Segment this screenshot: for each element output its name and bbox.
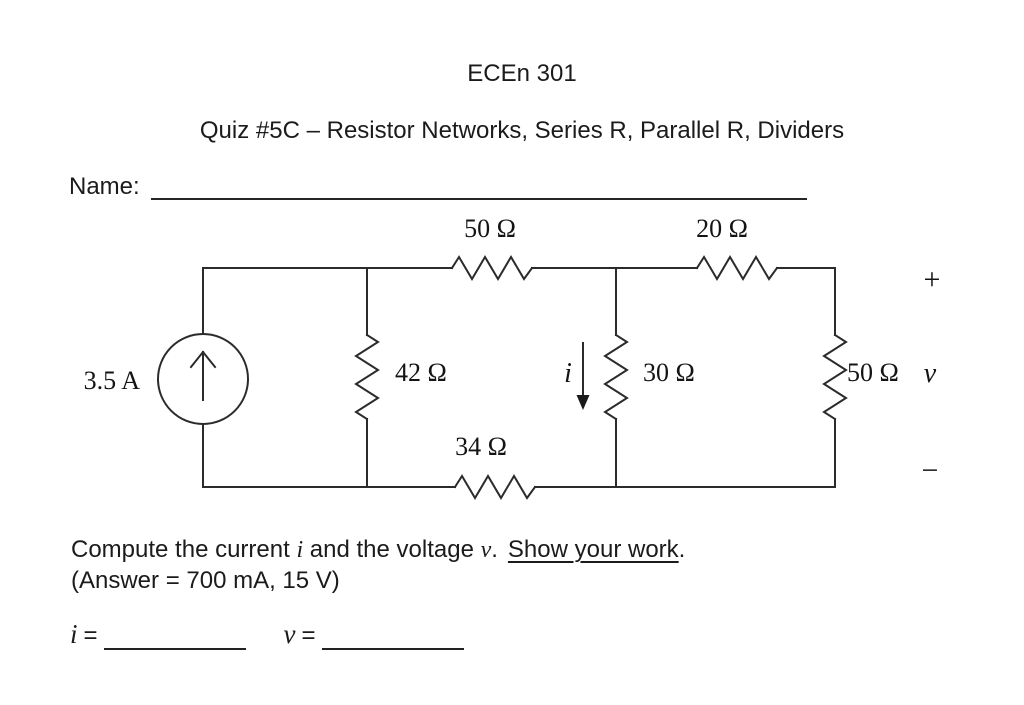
output-voltage-label: v (924, 358, 937, 389)
current-source-arrow-icon (189, 350, 217, 401)
resistor-20-top (695, 255, 779, 281)
show-work-text: Show your work (507, 536, 679, 563)
question-var-i: i (296, 537, 304, 563)
answer-note: (Answer = 700 mA, 15 V) (71, 566, 340, 594)
resistor-34-bottom (453, 474, 537, 500)
resistor-shunt-middle-label: 30 Ω (643, 358, 695, 387)
question-line: Compute the current i and the voltage v.… (71, 536, 686, 563)
course-title: ECEn 301 (467, 60, 577, 87)
i-answer-blank[interactable] (103, 648, 246, 650)
answers-row: i=v= (70, 619, 464, 650)
name-row: Name: (69, 173, 807, 201)
resistor-shunt-right-label: 50 Ω (847, 358, 899, 387)
resistor-top-right-label: 20 Ω (696, 214, 748, 243)
answer-v-label: v (283, 619, 296, 649)
name-label: Name: (69, 173, 140, 200)
resistor-bottom-label: 34 Ω (455, 432, 507, 461)
resistor-50-top (450, 255, 534, 281)
current-i-arrow-icon (576, 342, 590, 410)
v-answer-blank[interactable] (321, 648, 464, 650)
resistor-50-shunt (822, 333, 848, 421)
polarity-plus-sign: + (924, 263, 941, 296)
circuit-wires (202, 267, 836, 488)
resistor-42-shunt (354, 333, 380, 421)
question-var-v: v (480, 537, 492, 563)
name-blank[interactable] (150, 198, 807, 200)
question-text: Compute the current i and the voltage v.… (71, 535, 685, 596)
answer-i-equals: = (83, 622, 98, 649)
resistor-top-left-label: 50 Ω (464, 214, 516, 243)
current-source (157, 333, 249, 425)
quiz-title: Quiz #5C – Resistor Networks, Series R, … (199, 117, 845, 144)
resistor-shunt-left-label: 42 Ω (395, 358, 447, 387)
current-source-label: 3.5 A (84, 366, 141, 395)
answer-v-equals: = (301, 622, 316, 649)
branch-current-label: i (564, 358, 572, 389)
answer-i-label: i (70, 619, 78, 649)
resistor-30-shunt (603, 333, 629, 421)
polarity-minus-sign: − (922, 454, 939, 487)
